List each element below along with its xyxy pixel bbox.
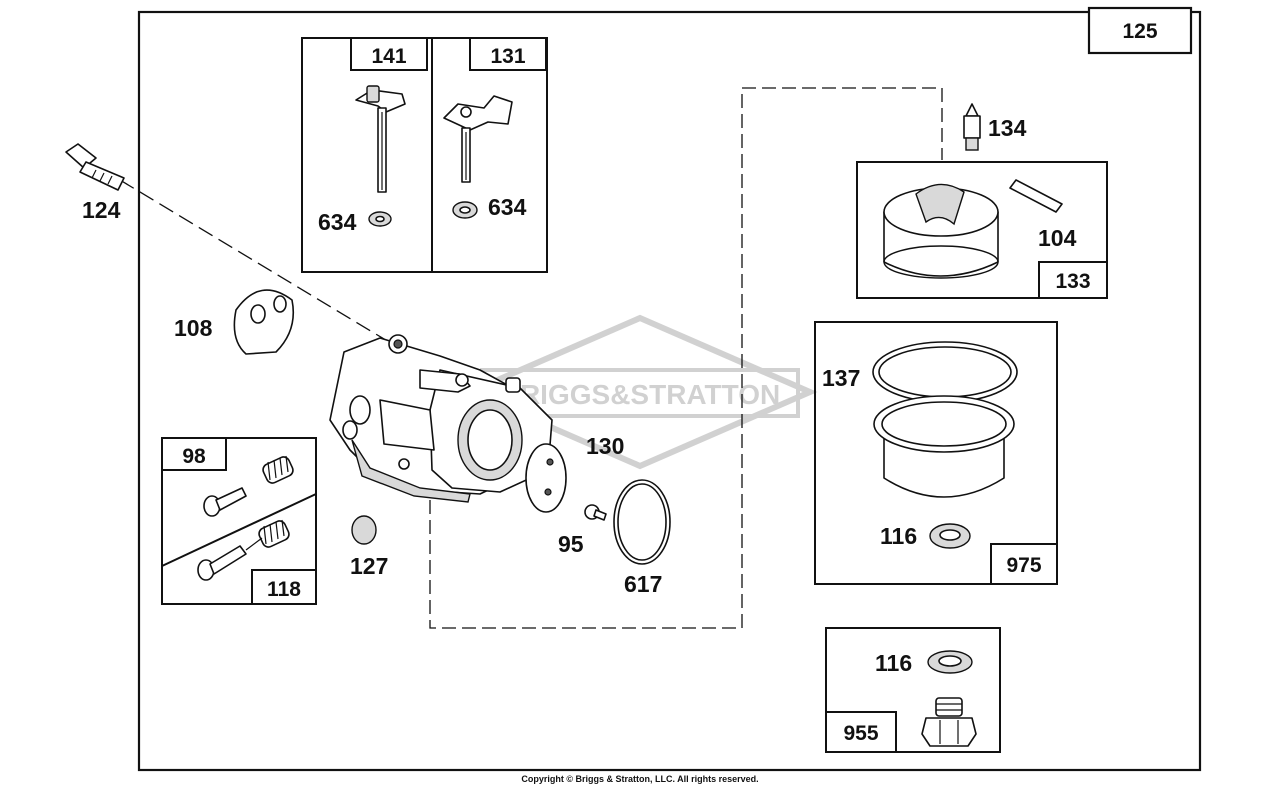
o-ring-label: 617 — [624, 571, 662, 597]
float-pin-part — [1009, 179, 1063, 213]
bowl-bolt-part — [921, 697, 977, 747]
welch-plug-label: 127 — [350, 553, 388, 579]
bowl-gasket-label: 137 — [822, 365, 860, 391]
throttle-seal-label: 634 — [488, 194, 527, 220]
screw-kits-group: 98 118 — [161, 437, 317, 605]
choke-shaft-part — [355, 85, 406, 193]
inlet-needle-part — [963, 103, 981, 151]
fuel-bowl-part — [873, 395, 1015, 498]
bowl-washer-label: 116 — [880, 523, 917, 549]
float-kit-number: 133 — [1055, 270, 1090, 293]
bowl-kit-number: 975 — [1006, 554, 1041, 577]
throttle-shaft-part — [443, 95, 513, 183]
inlet-needle-label: 134 — [988, 115, 1027, 141]
spring-top-part — [262, 455, 294, 484]
bolt-part — [65, 143, 125, 191]
throttle-shaft-kit-number: 131 — [490, 45, 525, 68]
spring-bottom-part — [258, 519, 290, 548]
bolt-leader-line — [119, 179, 395, 346]
assembly-number: 125 — [1122, 20, 1157, 43]
welch-plug-part — [351, 515, 377, 545]
mixture-screw-part — [197, 537, 263, 581]
throttle-screw-label: 95 — [558, 531, 584, 557]
idle-screw-part — [203, 487, 247, 517]
bolt-label: 124 — [82, 197, 121, 223]
float-kit-group: 133 104 — [856, 161, 1108, 299]
assembly-number-box: 125 — [1087, 6, 1193, 55]
carburetor-body — [329, 334, 553, 503]
copyright-notice: Copyright © Briggs & Stratton, LLC. All … — [521, 774, 759, 784]
bolt-washer-part — [927, 650, 973, 674]
o-ring-part — [613, 479, 671, 565]
throttle-screw-part — [584, 504, 607, 521]
float-part — [883, 183, 999, 279]
bolt-kit-number: 955 — [843, 722, 878, 745]
assembly-boundary-dashed — [429, 87, 943, 629]
watermark-logo: BRIGGS&STRATTON — [462, 314, 818, 470]
choke-seal-label: 634 — [318, 209, 357, 235]
bowl-gasket-part — [872, 341, 1018, 403]
bowl-washer-part — [929, 523, 971, 549]
bowl-kit-group: 975 137 116 — [814, 321, 1058, 585]
diagram-frame — [137, 10, 1202, 772]
gasket-108-part — [233, 289, 295, 355]
throttle-plate-part — [525, 443, 567, 513]
bolt-kit-group: 955 116 — [825, 627, 1001, 753]
float-pin-label: 104 — [1038, 225, 1077, 251]
bolt-washer-label: 116 — [875, 650, 912, 676]
throttle-plate-label: 130 — [586, 433, 624, 459]
gasket-108-label: 108 — [174, 315, 213, 341]
choke-shaft-kit-number: 141 — [371, 45, 406, 68]
screw-kit-bottom-number: 118 — [267, 578, 301, 601]
watermark-text: BRIGGS&STRATTON — [500, 379, 781, 410]
screw-kit-top-number: 98 — [182, 445, 206, 468]
shaft-kits-group: 141 131 634 634 — [301, 37, 548, 273]
